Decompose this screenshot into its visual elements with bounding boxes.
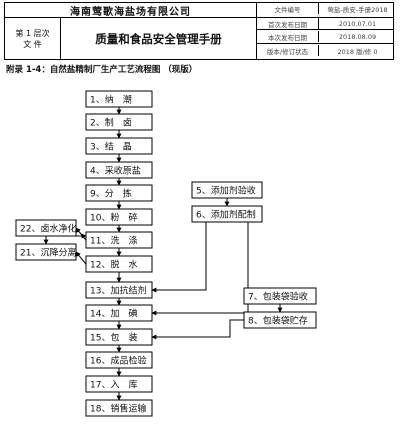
step-box-main-1-frame <box>85 90 153 108</box>
step-box-main-13-frame <box>85 375 153 393</box>
step-box-main-5-frame <box>85 184 153 202</box>
step-box-brine-purification: 22、卤水净化 <box>15 219 77 237</box>
step-box-main-14-label: 18、销售运输 <box>90 403 146 415</box>
step-box-main-9-frame <box>85 281 153 299</box>
step-box-sedimentation: 21、沉降分离 <box>15 243 77 261</box>
step-box-main-7: 11、洗 涤 <box>85 231 153 249</box>
step-box-main-6-label: 10、粉 碎 <box>90 212 137 224</box>
step-box-main-9-label: 13、加抗结剂 <box>90 285 146 297</box>
step-box-main-1: 1、纳 潮 <box>85 90 153 108</box>
step-box-brine-purification-frame <box>15 219 77 237</box>
step-box-main-6-frame <box>85 208 153 226</box>
step-box-main-4-label: 4、采收原盐 <box>90 165 141 177</box>
step-box-main-3: 3、结 晶 <box>85 137 153 155</box>
company-name: 海南莺歌海盐场有限公司 <box>5 3 257 18</box>
step-box-main-12: 16、成品检验 <box>85 351 153 369</box>
document-header: 海南莺歌海盐场有限公司 第 1 层次 文 件 质量和食品安全管理手册 文件编号 … <box>4 2 394 60</box>
step-box-additive-acceptance-frame <box>191 181 263 199</box>
arrow-to-packing <box>151 319 244 340</box>
step-box-additive-preparation-label: 6、添加剂配制 <box>196 209 256 221</box>
step-box-main-8: 12、脱 水 <box>85 255 153 273</box>
meta-divider <box>257 29 393 30</box>
step-box-main-9: 13、加抗结剂 <box>85 281 153 299</box>
step-box-main-4-frame <box>85 161 153 179</box>
step-box-main-8-label: 12、脱 水 <box>90 259 137 271</box>
step-box-main-11: 15、包 装 <box>85 328 153 346</box>
step-box-main-10-label: 14、加 碘 <box>90 308 137 320</box>
step-box-main-7-frame <box>85 231 153 249</box>
step-box-additive-preparation-frame <box>191 205 263 223</box>
step-box-main-1-label: 1、纳 潮 <box>90 94 132 106</box>
meta-key-first-release: 首次发布日期 <box>257 18 319 29</box>
step-box-main-8-frame <box>85 255 153 273</box>
step-box-main-11-label: 15、包 装 <box>90 332 137 344</box>
manual-title: 质量和食品安全管理手册 <box>61 18 257 59</box>
step-box-main-10: 14、加 碘 <box>85 304 153 322</box>
arrow-to-iodine <box>151 222 249 316</box>
meta-key-current-release: 本次发布日期 <box>257 31 319 42</box>
flow-connectors <box>43 107 283 401</box>
step-box-main-12-frame <box>85 351 153 369</box>
step-box-main-12-label: 16、成品检验 <box>90 355 146 367</box>
meta-divider <box>257 43 393 44</box>
step-box-main-3-label: 3、结 晶 <box>90 141 132 153</box>
step-box-main-6: 10、粉 碎 <box>85 208 153 226</box>
step-box-main-13: 17、入 库 <box>85 375 153 393</box>
step-box-main-3-frame <box>85 137 153 155</box>
step-box-main-11-frame <box>85 328 153 346</box>
document-level: 第 1 层次 文 件 <box>5 18 61 59</box>
step-box-bag-storage-frame <box>243 311 317 329</box>
meta-key-doc-number: 文件编号 <box>257 3 319 14</box>
step-box-brine-purification-label: 22、卤水净化 <box>20 223 76 235</box>
step-box-sedimentation-frame <box>15 243 77 261</box>
meta-value-doc-number: 莺盐-质安-手册2018 <box>327 5 388 14</box>
meta-key-version: 版本/修订状态 <box>257 45 319 56</box>
arrow-wash-to-brine <box>75 227 87 241</box>
meta-value-first-release: 2010.07.01 <box>338 19 377 28</box>
flow-steps: 1、纳 潮 2、制 卤 3、结 晶 4、采收原盐 9、分 拣 10、粉 碎 11、洗 涤 12… <box>15 90 317 417</box>
meta-value-current-release: 2018.08.09 <box>338 32 377 41</box>
step-box-additive-acceptance: 5、添加剂验收 <box>191 181 263 199</box>
step-box-main-14: 18、销售运输 <box>85 399 153 417</box>
step-box-bag-acceptance-frame <box>243 287 317 305</box>
meta-divider <box>257 17 393 18</box>
arrow-dewater-to-sediment <box>75 251 87 265</box>
step-box-additive-acceptance-label: 5、添加剂验收 <box>196 185 256 197</box>
step-box-main-2: 2、制 卤 <box>85 113 153 131</box>
step-box-main-4: 4、采收原盐 <box>85 161 153 179</box>
step-box-main-2-frame <box>85 113 153 131</box>
step-box-additive-preparation: 6、添加剂配制 <box>191 205 263 223</box>
step-box-main-10-frame <box>85 304 153 322</box>
step-box-bag-storage-label: 8、包装袋贮存 <box>248 315 308 327</box>
step-box-bag-acceptance: 7、包装袋验收 <box>243 287 317 305</box>
figure-caption: 附录 1-4：自然盐精制厂生产工艺流程图 （现版） <box>6 65 198 75</box>
arrow-to-anticaking <box>151 222 207 293</box>
step-box-bag-storage: 8、包装袋贮存 <box>243 311 317 329</box>
step-box-main-5: 9、分 拣 <box>85 184 153 202</box>
step-box-main-13-label: 17、入 库 <box>90 379 137 391</box>
level-line-1: 第 1 层次 <box>15 28 50 38</box>
step-box-main-5-label: 9、分 拣 <box>90 188 132 200</box>
level-line-2: 文 件 <box>23 39 42 49</box>
meta-value-version: 2018 版/修 0 <box>337 47 378 56</box>
step-box-main-7-label: 11、洗 涤 <box>90 235 137 247</box>
step-box-main-2-label: 2、制 卤 <box>90 117 132 129</box>
step-box-bag-acceptance-label: 7、包装袋验收 <box>248 291 308 303</box>
step-box-main-14-frame <box>85 399 153 417</box>
step-box-sedimentation-label: 21、沉降分离 <box>20 247 76 259</box>
